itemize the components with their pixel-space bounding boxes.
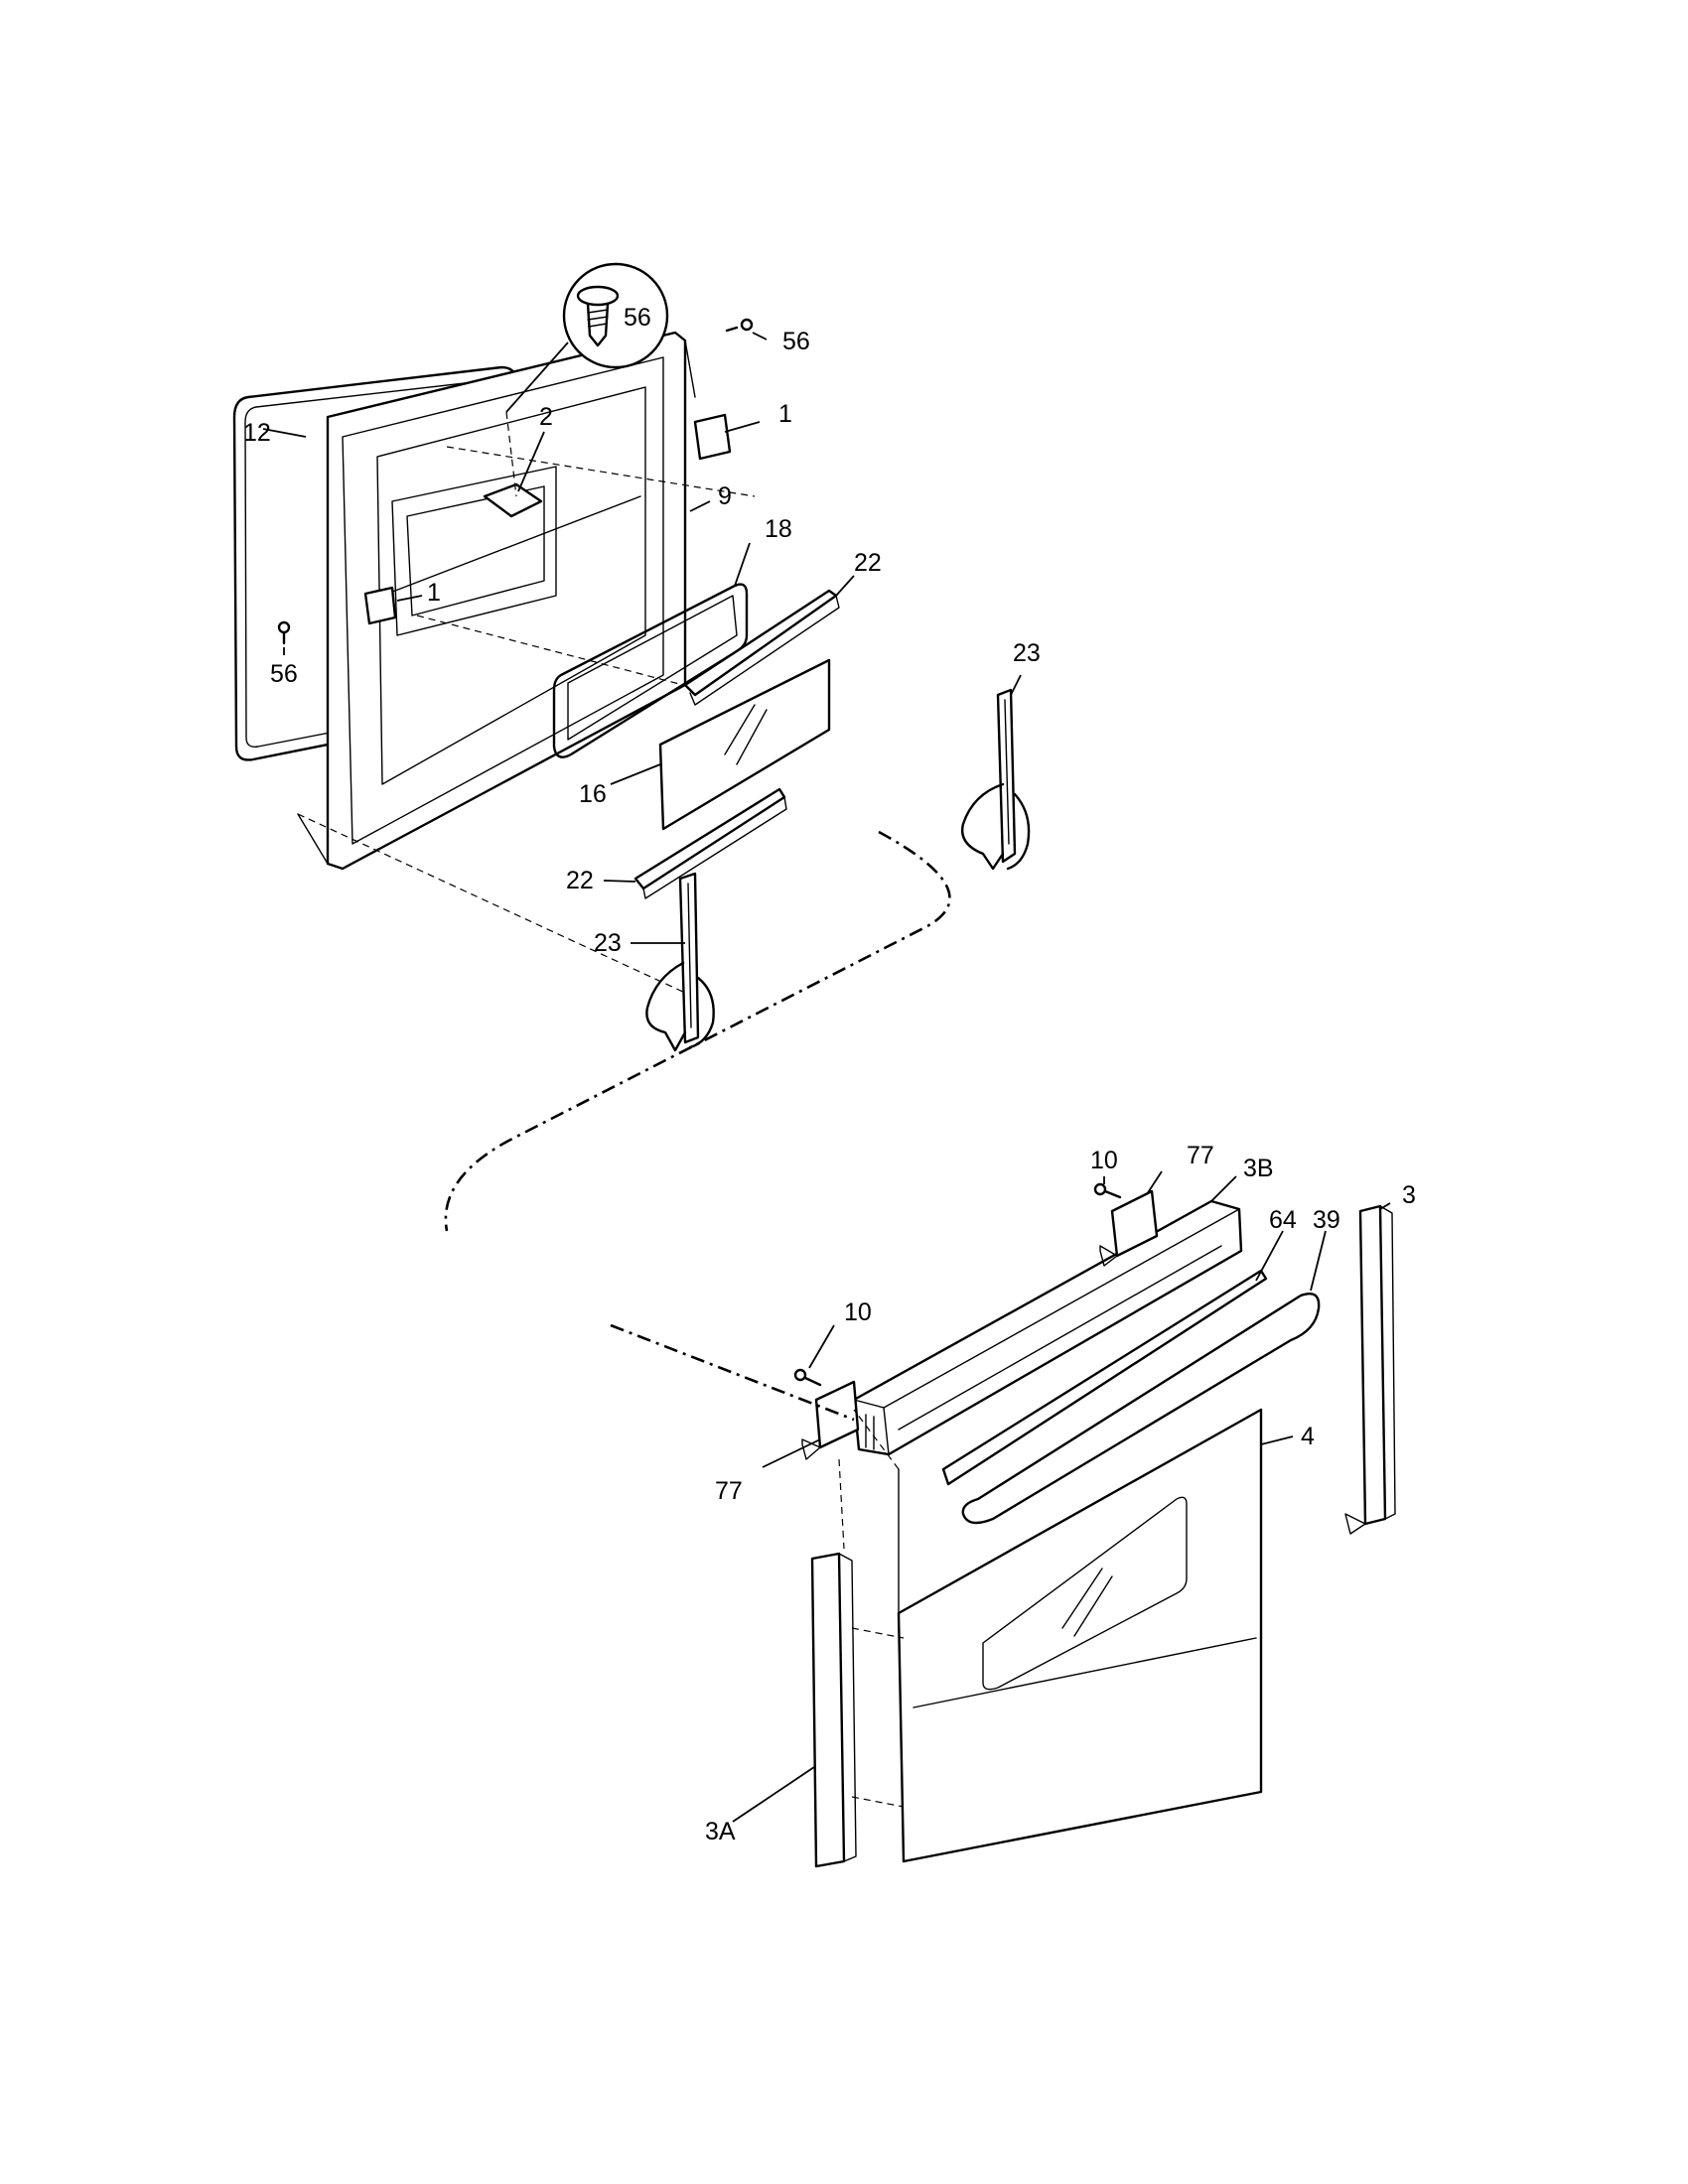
trim-strip-part-64 [941,1269,1268,1486]
side-trim-part-3 [1344,1204,1396,1535]
callout-1-top: 1 [778,400,792,428]
inner-door-panel-part-9 [297,331,696,871]
assembly-separator-line [444,830,951,1232]
screw-part-10-bottom [793,1368,822,1387]
screw-detail-zoom [505,262,669,413]
callout-39: 39 [1313,1206,1340,1234]
hinge-bracket-part-77-top [1099,1189,1159,1267]
callout-23-left: 23 [594,929,622,957]
latch-bracket-part-2 [483,482,543,518]
callout-23-right: 23 [1013,639,1041,667]
callout-16: 16 [579,780,607,808]
door-handle-part-39 [961,1292,1321,1525]
side-trim-part-3A [810,1552,857,1868]
hinge-part-23-right [961,688,1031,871]
callout-56-zoom: 56 [624,304,651,332]
screw-part-56-left [277,620,291,645]
callout-64: 64 [1269,1206,1297,1234]
glass-panel-part-16 [658,658,831,831]
callout-1-mid: 1 [427,579,441,607]
callout-22-top: 22 [854,549,882,577]
callout-9: 9 [718,482,732,510]
callout-56-top: 56 [782,328,810,355]
callout-10-top: 10 [1090,1147,1118,1174]
hinge-part-23-left [645,872,715,1052]
callout-77-bottom: 77 [715,1477,743,1505]
bracket-part-1-mid [363,586,397,625]
callout-22-bottom: 22 [566,867,594,894]
outer-door-panel-part-4 [897,1408,1263,1863]
bracket-part-1-top [693,413,732,461]
callout-4: 4 [1301,1423,1315,1450]
callout-2: 2 [539,403,553,431]
callout-18: 18 [765,515,792,543]
callout-56-left: 56 [270,660,298,688]
callout-10-bottom: 10 [844,1298,872,1326]
glass-retainer-part-22-bottom [633,787,787,899]
callout-12: 12 [243,419,271,447]
screw-part-56-top [725,318,754,333]
callout-3A: 3A [705,1818,736,1845]
callout-3B: 3B [1243,1155,1274,1182]
hinge-bracket-part-77-bottom [801,1380,860,1460]
callout-77-top: 77 [1187,1142,1214,1169]
screw-part-10-top [1093,1182,1122,1199]
callout-3: 3 [1402,1181,1416,1209]
